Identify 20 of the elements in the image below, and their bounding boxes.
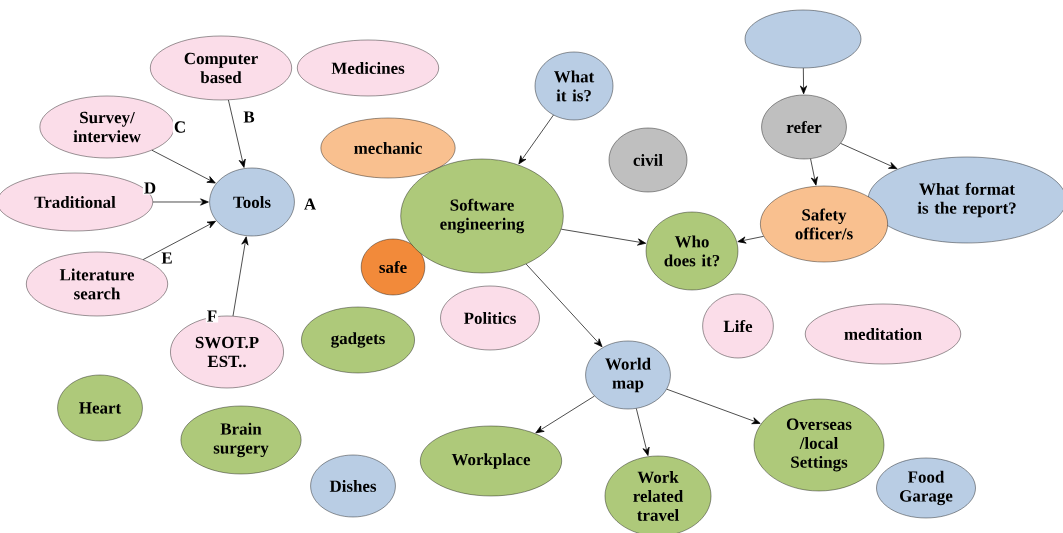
arrow [518,114,554,165]
arrow [152,198,209,206]
arrow [151,149,216,184]
edge-label: D [142,181,158,195]
arrow [142,220,216,260]
arrow [232,236,249,317]
empty-ellipse [744,9,862,69]
edge-label: B [242,110,256,124]
arrow [635,408,650,456]
arrow [525,263,603,348]
arrow [737,236,764,244]
arrow [800,67,808,95]
arrow [228,99,246,168]
arrow [535,395,595,434]
arrow [840,143,898,169]
edge-label: F [205,309,219,323]
arrow [810,158,818,186]
arrow [560,228,647,246]
side-letter: A [304,198,316,210]
arrow [666,388,761,425]
